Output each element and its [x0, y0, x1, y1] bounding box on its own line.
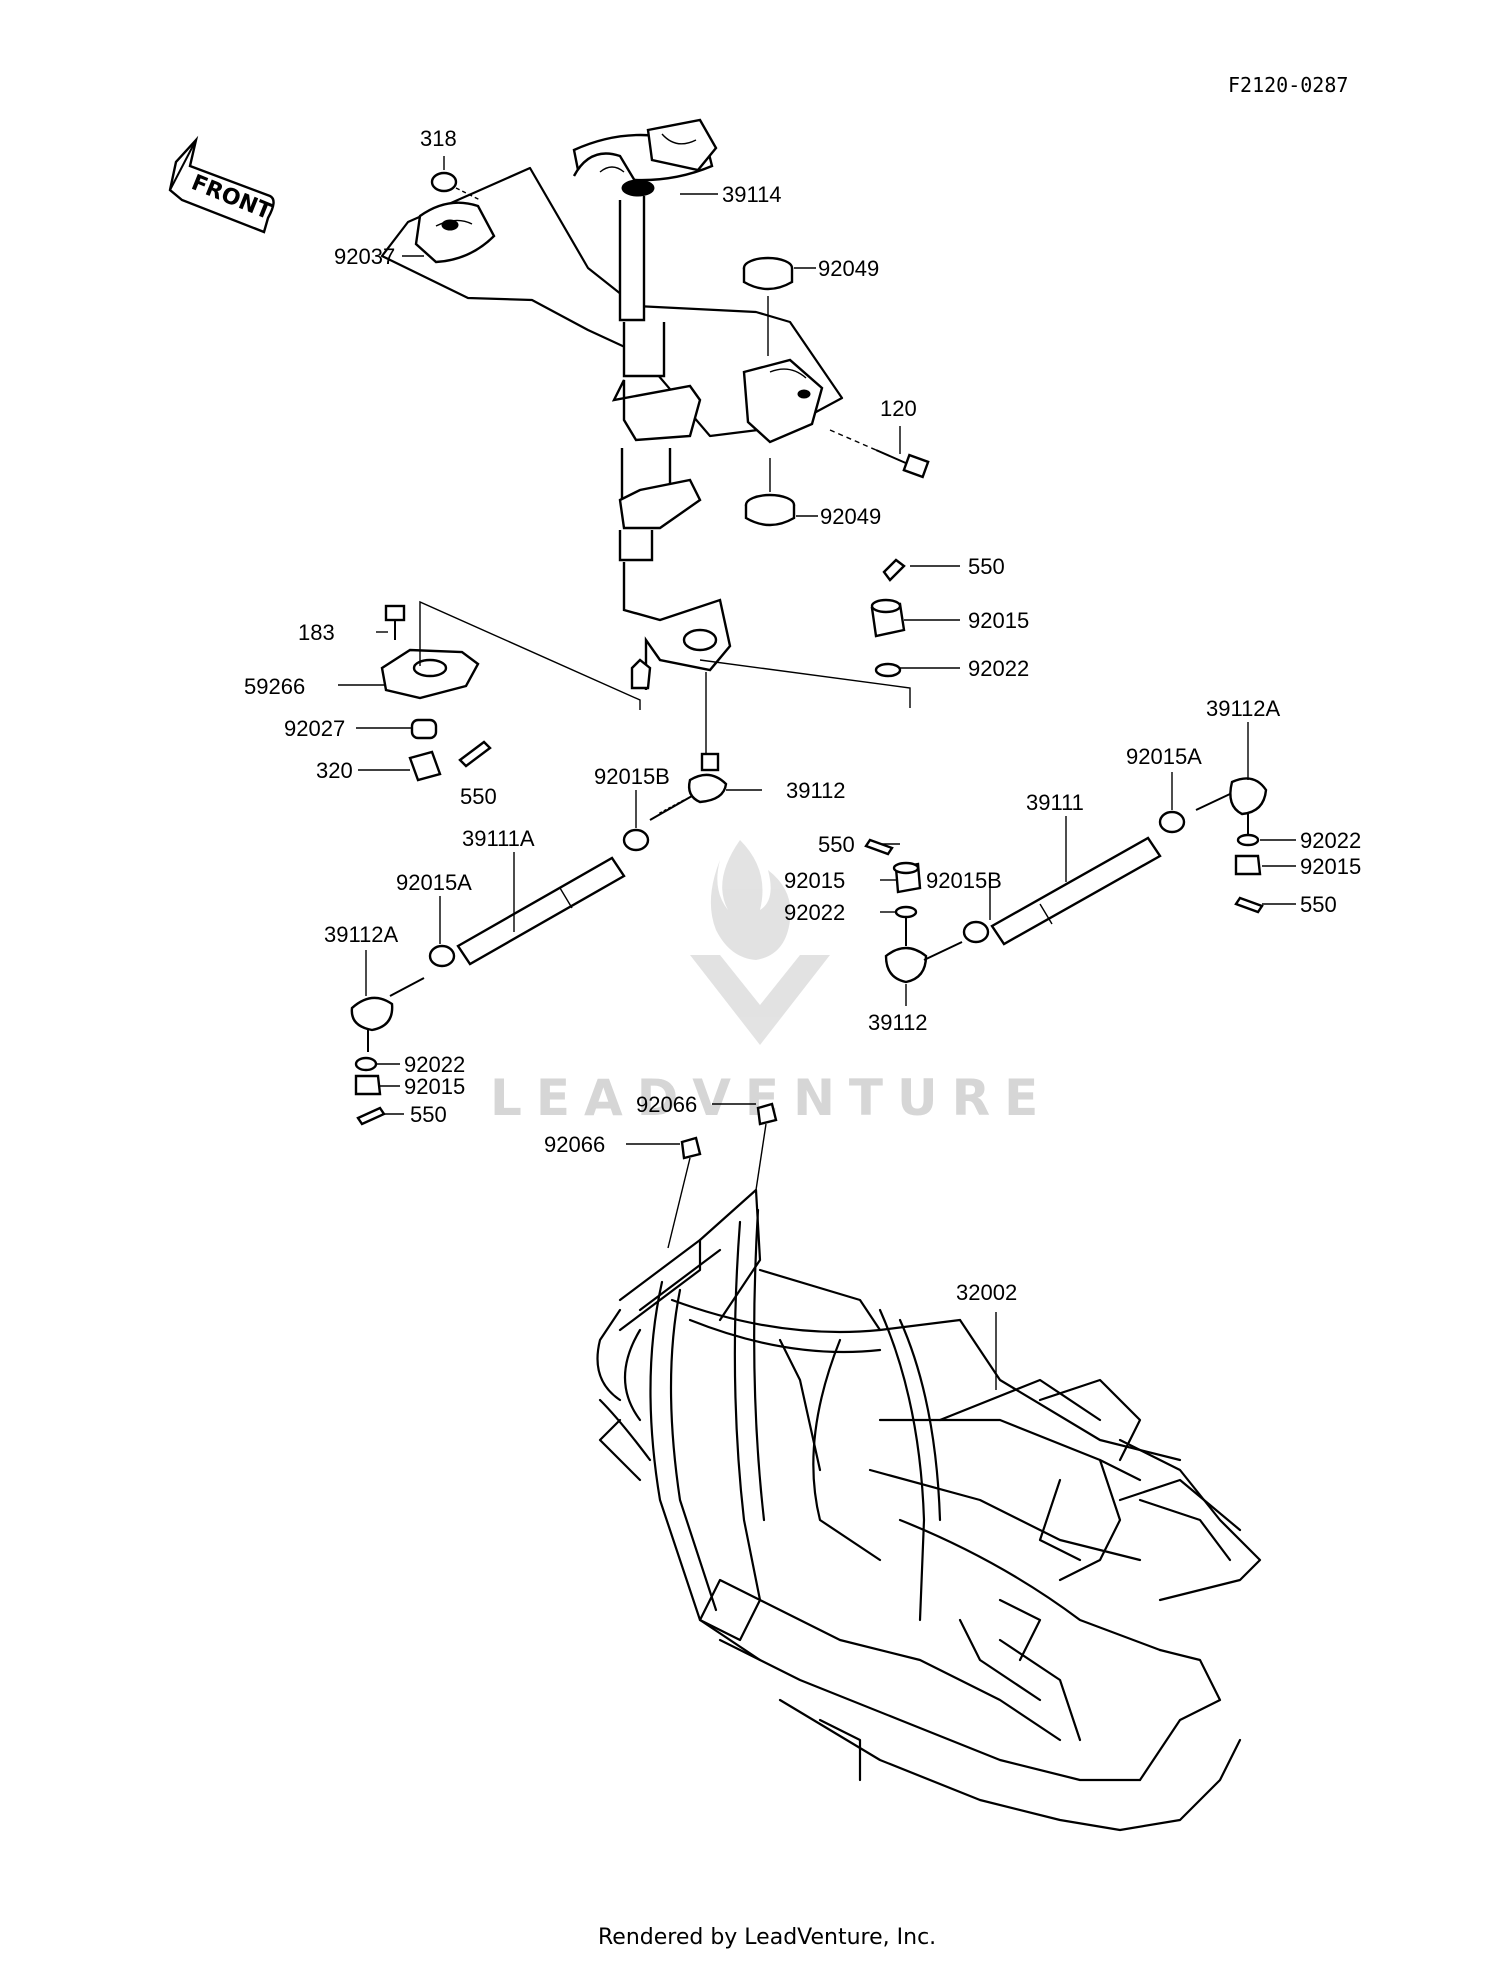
- cotter-pin-550-left: [458, 740, 492, 768]
- callout-550-right: 550: [1300, 892, 1337, 917]
- callout-92015B-left: 92015B: [594, 764, 670, 789]
- callout-550-bottom-left: 550: [410, 1102, 447, 1127]
- callout-550-upper: 550: [968, 554, 1005, 579]
- callout-39112A-left: 39112A: [324, 922, 399, 947]
- callout-183: 183: [298, 620, 335, 645]
- callout-92066-upper: 92066: [636, 1092, 697, 1117]
- bracket-59266: [380, 648, 480, 700]
- callout-92015B-right: 92015B: [926, 868, 1002, 893]
- front-arrow-icon: FRONT: [168, 135, 275, 234]
- watermark-logo: [690, 840, 830, 1045]
- handlebar-holder-right: [742, 358, 824, 444]
- callout-92015-left: 92015: [404, 1074, 465, 1099]
- nut-92015-left: [354, 1074, 382, 1096]
- nut-92015-upper: [870, 598, 906, 638]
- grease-nipple-92066-lower: [680, 1136, 702, 1160]
- callout-120: 120: [880, 396, 917, 421]
- callout-39114: 39114: [722, 182, 782, 207]
- nut-318: [430, 171, 458, 193]
- cotter-pin-550-bottom-left: [356, 1106, 386, 1126]
- cotter-pin-550-middle: [864, 838, 894, 856]
- callout-92049-lower: 92049: [820, 504, 881, 529]
- callout-59266: 59266: [244, 674, 305, 699]
- callout-92022-middle: 92022: [784, 900, 845, 925]
- callout-550-left: 550: [460, 784, 497, 809]
- diagram-code: F2120-0287: [1228, 73, 1348, 97]
- nut-92015A-left: [428, 944, 456, 968]
- callout-39112A-right: 39112A: [1206, 696, 1281, 721]
- callout-39111: 39111: [1026, 790, 1084, 815]
- nut-320: [408, 750, 442, 782]
- callout-32002: 32002: [956, 1280, 1017, 1305]
- tie-rod-end-39112-right: [884, 918, 963, 984]
- tie-rod-39111A: [456, 856, 626, 966]
- callout-92022-upper: 92022: [968, 656, 1029, 681]
- callout-leaders: [338, 156, 1296, 1390]
- washer-92022-right: [1236, 833, 1260, 847]
- callout-92022-right: 92022: [1300, 828, 1361, 853]
- collar-92027: [410, 718, 438, 740]
- bushing-92049-upper: [742, 256, 794, 291]
- callout-92027: 92027: [284, 716, 345, 741]
- tie-rod-end-39112-center: [649, 752, 728, 821]
- callout-92015-right: 92015: [1300, 854, 1361, 879]
- bushing-92049-lower: [744, 493, 796, 527]
- tie-rod-end-39112A-right: [1195, 777, 1268, 834]
- callout-92049-upper: 92049: [818, 256, 879, 281]
- grease-nipple-92066-upper: [756, 1102, 778, 1126]
- nut-92015B-left: [622, 828, 650, 852]
- bolt-183: [384, 604, 406, 640]
- footer-credit: Rendered by LeadVenture, Inc.: [598, 1925, 936, 1950]
- bolt-120: [829, 429, 930, 479]
- washer-92022-middle: [894, 905, 918, 919]
- main-frame-32002: [596, 1188, 1262, 1832]
- callout-320: 320: [316, 758, 353, 783]
- callout-92015A-left: 92015A: [396, 870, 472, 895]
- callout-92066-lower: 92066: [544, 1132, 605, 1157]
- callout-92015A-right: 92015A: [1126, 744, 1202, 769]
- washer-92022-upper: [874, 662, 902, 678]
- callout-39111A: 39111A: [462, 826, 535, 851]
- callout-92015-upper: 92015: [968, 608, 1029, 633]
- tie-rod-39111: [990, 836, 1162, 946]
- nut-92015A-right: [1158, 810, 1186, 834]
- tie-rod-end-39112A-left: [350, 977, 425, 1052]
- callout-92015-middle: 92015: [784, 868, 845, 893]
- nut-92015-right: [1234, 854, 1262, 876]
- steering-column: [572, 118, 732, 690]
- cotter-pin-550-right: [1234, 896, 1264, 914]
- callout-92022-left: 92022: [404, 1052, 465, 1077]
- callout-550-middle: 550: [818, 832, 855, 857]
- callout-39112-center: 39112: [786, 778, 846, 803]
- cotter-pin-550-upper: [882, 558, 906, 582]
- callout-318: 318: [420, 126, 457, 151]
- nut-92015B-right: [962, 920, 990, 944]
- callout-92037: 92037: [334, 244, 395, 269]
- washer-92022-left: [354, 1056, 378, 1072]
- callout-39112-right: 39112: [868, 1010, 928, 1035]
- nut-92015-middle: [892, 861, 922, 894]
- handlebar-holder-left: [414, 201, 496, 264]
